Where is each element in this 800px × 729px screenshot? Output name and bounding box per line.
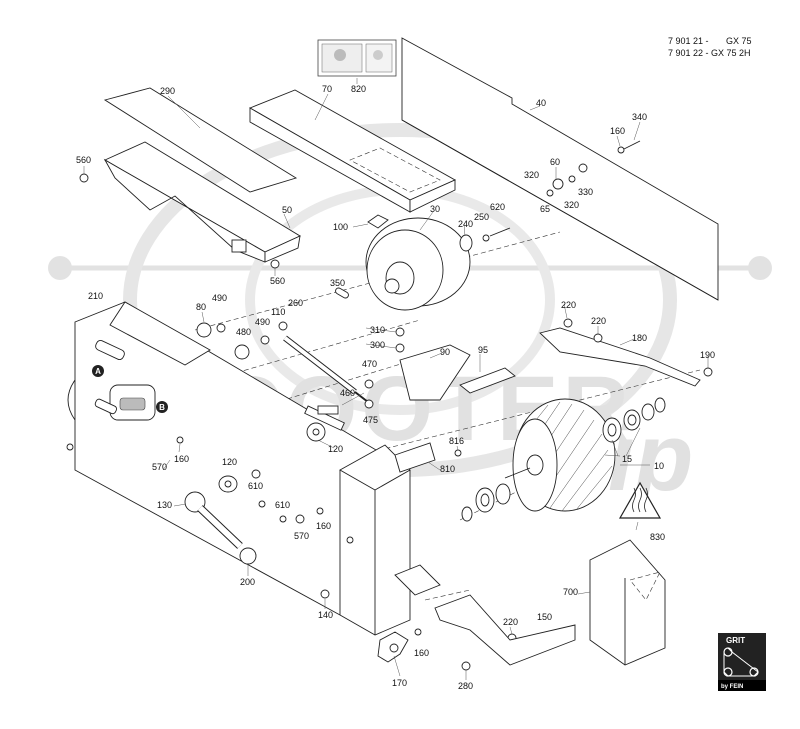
- part-label: 110: [271, 307, 285, 317]
- part-label: 200: [240, 577, 255, 587]
- part-label: 70: [322, 84, 332, 94]
- part-label: 470: [362, 359, 377, 369]
- part-label: 460: [340, 388, 355, 398]
- part-label: 240: [458, 219, 473, 229]
- part-label: 160: [174, 454, 189, 464]
- part-170-star-knob: [377, 631, 409, 663]
- part-number-labels: 290 70 820 40 560 50 340 160 320 60 330 …: [76, 84, 715, 691]
- logo-grit-text: GRIT: [726, 636, 745, 645]
- part-130-clamp-lever: [184, 491, 243, 549]
- part-label: 250: [474, 212, 489, 222]
- part-label: 320: [524, 170, 539, 180]
- part-label: 350: [330, 278, 345, 288]
- bearings-rings: [196, 163, 666, 522]
- part-label: 300: [370, 340, 385, 350]
- part-label: 560: [270, 276, 285, 286]
- part-label: 170: [392, 678, 407, 688]
- part-label: 120: [328, 444, 343, 454]
- part-label: 700: [563, 587, 578, 597]
- part-label: 220: [503, 617, 518, 627]
- part-label: 220: [591, 316, 606, 326]
- part-label: 120: [222, 457, 237, 467]
- part-label: 490: [212, 293, 227, 303]
- part-label: 340: [632, 112, 647, 122]
- part-label: 480: [236, 327, 251, 337]
- part-label: 180: [632, 333, 647, 343]
- leader-lines: [83, 78, 709, 680]
- part-label: 100: [333, 222, 348, 232]
- small-fasteners: [66, 140, 713, 671]
- part-label: 820: [351, 84, 366, 94]
- part-70-top-guard: [248, 89, 457, 213]
- part-label: 60: [550, 157, 560, 167]
- part-label: 810: [440, 464, 455, 474]
- part-label: 130: [157, 500, 172, 510]
- part-10-drive-wheel: [504, 398, 616, 512]
- model-number-line-1: 7 901 21 - GX 75: [668, 36, 752, 46]
- part-label: 30: [430, 204, 440, 214]
- part-label: 160: [414, 648, 429, 658]
- part-label: 570: [294, 531, 309, 541]
- part-150-bracket: [434, 594, 576, 666]
- part-label: 80: [196, 302, 206, 312]
- part-label: 610: [275, 500, 290, 510]
- part-label: 320: [564, 200, 579, 210]
- part-label: 90: [440, 347, 450, 357]
- part-label: 140: [318, 610, 333, 620]
- part-label: 610: [248, 481, 263, 491]
- part-label: 570: [152, 462, 167, 472]
- part-830-hot-surface-warning-icon: [618, 481, 662, 519]
- part-110-gas-spring: [283, 335, 369, 403]
- part-label: 475: [363, 415, 378, 425]
- part-label: 620: [490, 202, 505, 212]
- marker-a: A: [92, 365, 104, 377]
- part-label: 816: [449, 436, 464, 446]
- part-180-arm: [539, 327, 701, 387]
- part-label: 290: [160, 86, 175, 96]
- part-label: 40: [536, 98, 546, 108]
- part-label: 160: [316, 521, 331, 531]
- part-820-instruction-label: [317, 39, 397, 77]
- part-95-plate: [459, 367, 516, 394]
- part-label: 95: [478, 345, 488, 355]
- part-label: 190: [700, 350, 715, 360]
- part-label: 50: [282, 205, 292, 215]
- part-label: 220: [561, 300, 576, 310]
- part-label: 560: [76, 155, 91, 165]
- part-label: 10: [654, 461, 664, 471]
- part-label: 160: [610, 126, 625, 136]
- part-30-idler-wheel: [365, 217, 471, 311]
- part-40-back-panel: [401, 37, 719, 301]
- part-700-dust-bag: [589, 539, 666, 666]
- logo-fein-text: by FEIN: [721, 684, 743, 690]
- marker-b: B: [156, 401, 168, 413]
- part-label: 210: [88, 291, 103, 301]
- part-210-main-frame: [67, 301, 441, 636]
- grit-by-fein-logo: GRIT by FEIN: [718, 633, 766, 691]
- part-label: 260: [288, 298, 303, 308]
- part-90-plate: [399, 344, 471, 401]
- part-label: 280: [458, 681, 473, 691]
- model-number-line-2: 7 901 22 - GX 75 2H: [668, 48, 751, 58]
- part-200-knob: [239, 547, 257, 565]
- part-label: 310: [370, 325, 385, 335]
- part-50-upper-guard: [103, 141, 301, 263]
- part-290-cover-sheet: [103, 87, 298, 193]
- marker-a-letter: A: [95, 367, 101, 376]
- part-label: 490: [255, 317, 270, 327]
- part-label: 65: [540, 204, 550, 214]
- part-label: 150: [537, 612, 552, 622]
- part-label: 830: [650, 532, 665, 542]
- marker-b-letter: B: [159, 403, 165, 412]
- part-label: 330: [578, 187, 593, 197]
- part-label: 15: [622, 454, 632, 464]
